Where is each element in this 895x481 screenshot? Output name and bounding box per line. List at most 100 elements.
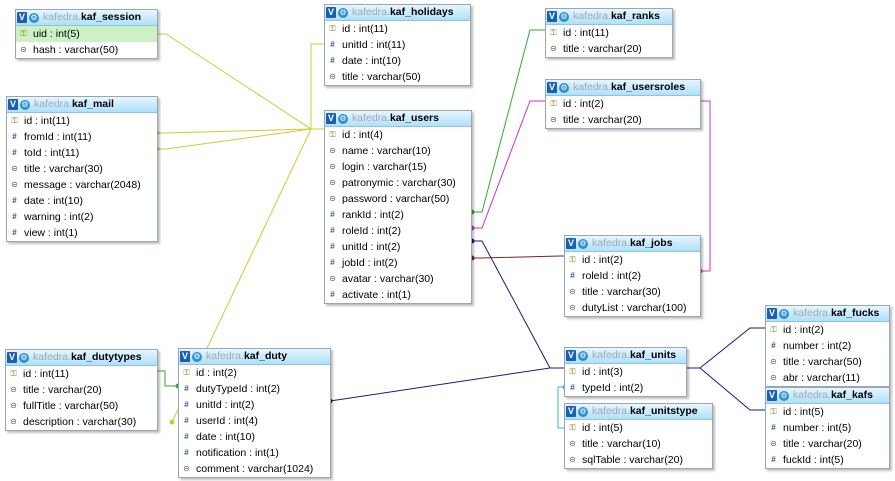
gear-icon[interactable]: ⚙ <box>559 82 569 93</box>
column-row[interactable]: #activate : int(1) <box>325 287 471 303</box>
table-header[interactable]: V⚙kafedra.kaf_fucks <box>766 306 889 322</box>
column-row[interactable]: ⊝password : varchar(50) <box>325 191 471 207</box>
table-kaf-fucks[interactable]: V⚙kafedra.kaf_fucks⚿id : int(2)#number :… <box>765 305 890 387</box>
table-header[interactable]: V⚙kafedra.kaf_units <box>565 348 686 364</box>
column-row[interactable]: #jobId : int(2) <box>325 255 471 271</box>
column-row[interactable]: ⚿id : int(2) <box>546 96 700 112</box>
column-row[interactable]: #date : int(10) <box>325 53 470 69</box>
column-row[interactable]: #rankId : int(2) <box>325 207 471 223</box>
column-row[interactable]: #date : int(10) <box>179 429 330 445</box>
column-row[interactable]: ⊝avatar : varchar(30) <box>325 271 471 287</box>
column-row[interactable]: ⊝dutyList : varchar(100) <box>565 300 700 316</box>
column-row[interactable]: ⚿uid : int(5) <box>16 26 157 42</box>
table-kaf-jobs[interactable]: V⚙kafedra.kaf_jobs⚿id : int(2)#roleId : … <box>564 235 701 317</box>
column-row[interactable]: #warning : int(2) <box>7 209 157 225</box>
column-row[interactable]: ⊝title : varchar(20) <box>546 112 700 128</box>
column-row[interactable]: ⊝login : varchar(15) <box>325 159 471 175</box>
collapse-toggle-icon[interactable]: V <box>767 390 777 401</box>
table-header[interactable]: V⚙kafedra.kaf_usersroles <box>546 80 700 96</box>
column-row[interactable]: ⚿id : int(2) <box>766 322 889 338</box>
column-row[interactable]: ⊝title : varchar(30) <box>565 284 700 300</box>
column-row[interactable]: ⚿id : int(11) <box>546 25 672 41</box>
column-row[interactable]: ⊝description : varchar(30) <box>6 414 157 430</box>
table-header[interactable]: V⚙kafedra.kaf_dutytypes <box>6 350 157 366</box>
column-row[interactable]: ⊝patronymic : varchar(30) <box>325 175 471 191</box>
gear-icon[interactable]: ⚙ <box>578 350 588 361</box>
table-kaf-unitstype[interactable]: V⚙kafedra.kaf_unitstype⚿id : int(5)⊝titl… <box>564 403 713 469</box>
collapse-toggle-icon[interactable]: V <box>547 11 557 22</box>
collapse-toggle-icon[interactable]: V <box>180 351 190 362</box>
column-row[interactable]: #typeId : int(2) <box>565 380 686 396</box>
column-row[interactable]: #unitId : int(2) <box>325 239 471 255</box>
gear-icon[interactable]: ⚙ <box>19 352 29 363</box>
gear-icon[interactable]: ⚙ <box>578 406 588 417</box>
column-row[interactable]: #unitId : int(11) <box>325 37 470 53</box>
column-row[interactable]: ⚿id : int(11) <box>325 21 470 37</box>
table-header[interactable]: V⚙kafedra.kaf_duty <box>179 349 330 365</box>
table-header[interactable]: V⚙kafedra.kaf_kafs <box>766 388 889 404</box>
column-row[interactable]: #view : int(1) <box>7 225 157 241</box>
column-row[interactable]: #fromId : int(11) <box>7 129 157 145</box>
column-row[interactable]: ⊝title : varchar(30) <box>7 161 157 177</box>
collapse-toggle-icon[interactable]: V <box>547 82 557 93</box>
table-kaf-mail[interactable]: V⚙kafedra.kaf_mail⚿id : int(11)#fromId :… <box>6 96 158 242</box>
column-row[interactable]: ⊝title : varchar(20) <box>546 41 672 57</box>
collapse-toggle-icon[interactable]: V <box>17 12 27 23</box>
column-row[interactable]: #number : int(2) <box>766 338 889 354</box>
table-kaf-holidays[interactable]: V⚙kafedra.kaf_holidays⚿id : int(11)#unit… <box>324 4 471 86</box>
column-row[interactable]: #notification : int(1) <box>179 445 330 461</box>
column-row[interactable]: ⚿id : int(3) <box>565 364 686 380</box>
column-row[interactable]: #roleId : int(2) <box>565 268 700 284</box>
column-row[interactable]: ⊝fullTitle : varchar(50) <box>6 398 157 414</box>
table-kaf-usersroles[interactable]: V⚙kafedra.kaf_usersroles⚿id : int(2)⊝tit… <box>545 79 701 129</box>
collapse-toggle-icon[interactable]: V <box>566 350 576 361</box>
column-row[interactable]: ⊝sqlTable : varchar(20) <box>565 452 712 468</box>
column-row[interactable]: #number : int(5) <box>766 420 889 436</box>
column-row[interactable]: ⚿id : int(4) <box>325 127 471 143</box>
collapse-toggle-icon[interactable]: V <box>326 7 336 18</box>
table-header[interactable]: V⚙kafedra.kaf_mail <box>7 97 157 113</box>
gear-icon[interactable]: ⚙ <box>192 351 202 362</box>
column-row[interactable]: ⊝abr : varchar(11) <box>766 370 889 386</box>
table-kaf-duty[interactable]: V⚙kafedra.kaf_duty⚿id : int(2)#dutyTypeI… <box>178 348 331 478</box>
table-kaf-units[interactable]: V⚙kafedra.kaf_units⚿id : int(3)#typeId :… <box>564 347 687 397</box>
column-row[interactable]: ⊝name : varchar(10) <box>325 143 471 159</box>
column-row[interactable]: #userId : int(4) <box>179 413 330 429</box>
gear-icon[interactable]: ⚙ <box>20 99 30 110</box>
column-row[interactable]: ⊝message : varchar(2048) <box>7 177 157 193</box>
column-row[interactable]: ⚿id : int(5) <box>565 420 712 436</box>
gear-icon[interactable]: ⚙ <box>578 238 588 249</box>
table-header[interactable]: V⚙kafedra.kaf_holidays <box>325 5 470 21</box>
table-header[interactable]: V⚙kafedra.kaf_unitstype <box>565 404 712 420</box>
table-kaf-ranks[interactable]: V⚙kafedra.kaf_ranks⚿id : int(11)⊝title :… <box>545 8 673 58</box>
collapse-toggle-icon[interactable]: V <box>8 99 18 110</box>
gear-icon[interactable]: ⚙ <box>29 12 39 23</box>
column-row[interactable]: #unitId : int(2) <box>179 397 330 413</box>
collapse-toggle-icon[interactable]: V <box>566 238 576 249</box>
gear-icon[interactable]: ⚙ <box>779 308 789 319</box>
table-kaf-users[interactable]: V⚙kafedra.kaf_users⚿id : int(4)⊝name : v… <box>324 110 472 304</box>
gear-icon[interactable]: ⚙ <box>338 113 348 124</box>
table-kaf-dutytypes[interactable]: V⚙kafedra.kaf_dutytypes⚿id : int(11)⊝tit… <box>5 349 158 431</box>
table-kaf-session[interactable]: V⚙kafedra.kaf_session⚿uid : int(5)⊝hash … <box>15 9 158 59</box>
column-row[interactable]: ⊝title : varchar(10) <box>565 436 712 452</box>
table-header[interactable]: V⚙kafedra.kaf_jobs <box>565 236 700 252</box>
column-row[interactable]: ⚿id : int(2) <box>179 365 330 381</box>
column-row[interactable]: #roleId : int(2) <box>325 223 471 239</box>
gear-icon[interactable]: ⚙ <box>779 390 789 401</box>
column-row[interactable]: ⊝hash : varchar(50) <box>16 42 157 58</box>
collapse-toggle-icon[interactable]: V <box>767 308 777 319</box>
gear-icon[interactable]: ⚙ <box>559 11 569 22</box>
collapse-toggle-icon[interactable]: V <box>566 406 576 417</box>
column-row[interactable]: ⚿id : int(11) <box>7 113 157 129</box>
table-header[interactable]: V⚙kafedra.kaf_session <box>16 10 157 26</box>
column-row[interactable]: ⊝title : varchar(50) <box>325 69 470 85</box>
column-row[interactable]: ⚿id : int(5) <box>766 404 889 420</box>
column-row[interactable]: ⚿id : int(11) <box>6 366 157 382</box>
column-row[interactable]: ⊝title : varchar(50) <box>766 354 889 370</box>
column-row[interactable]: #fuckId : int(5) <box>766 452 889 468</box>
column-row[interactable]: ⊝title : varchar(20) <box>6 382 157 398</box>
table-kaf-kafs[interactable]: V⚙kafedra.kaf_kafs⚿id : int(5)#number : … <box>765 387 890 469</box>
table-header[interactable]: V⚙kafedra.kaf_users <box>325 111 471 127</box>
column-row[interactable]: ⊝comment : varchar(1024) <box>179 461 330 477</box>
